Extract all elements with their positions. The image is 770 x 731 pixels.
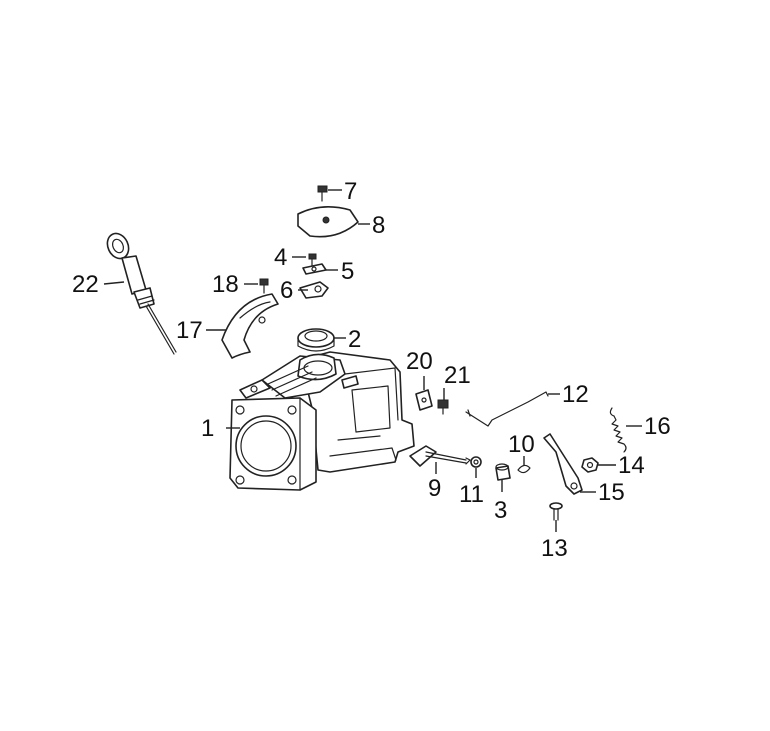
callout-12: 12 bbox=[562, 381, 589, 408]
callout-7: 7 bbox=[344, 178, 357, 205]
callout-17: 17 bbox=[176, 317, 203, 344]
part-5-plate bbox=[302, 263, 327, 275]
callout-16: 16 bbox=[644, 413, 671, 440]
callout-8: 8 bbox=[372, 212, 385, 239]
callout-15: 15 bbox=[598, 479, 625, 506]
part-17-shield bbox=[221, 293, 279, 359]
callout-10: 10 bbox=[508, 431, 535, 458]
part-15-governor-lever bbox=[543, 433, 583, 495]
part-8-cover-plate bbox=[297, 206, 359, 238]
callout-21: 21 bbox=[444, 362, 471, 389]
callout-11: 11 bbox=[459, 481, 484, 508]
callout-22: 22 bbox=[72, 271, 99, 298]
part-1-cylinder-block bbox=[229, 351, 415, 491]
callout-4: 4 bbox=[274, 244, 287, 271]
callout-20: 20 bbox=[406, 348, 433, 375]
part-16-spring bbox=[609, 407, 627, 453]
callout-6: 6 bbox=[280, 277, 293, 304]
part-22-dipstick bbox=[106, 232, 177, 355]
callout-14: 14 bbox=[618, 452, 645, 479]
part-18-bolt bbox=[259, 278, 269, 294]
callout-2: 2 bbox=[348, 326, 361, 353]
callout-3: 3 bbox=[494, 497, 507, 524]
part-10-clip bbox=[517, 464, 531, 474]
leader-lines bbox=[103, 189, 642, 532]
callout-5: 5 bbox=[341, 258, 354, 285]
callout-9: 9 bbox=[428, 475, 441, 502]
part-9-governor-shaft bbox=[409, 445, 471, 467]
callout-18: 18 bbox=[212, 271, 239, 298]
part-6-bracket bbox=[299, 281, 329, 299]
part-14-nut bbox=[581, 457, 599, 473]
callout-labels: 1 2 3 4 5 6 7 8 9 10 11 12 13 14 15 16 1… bbox=[72, 178, 671, 562]
callout-13: 13 bbox=[541, 535, 568, 562]
part-7-bolt bbox=[317, 185, 328, 202]
callout-1: 1 bbox=[201, 415, 214, 442]
part-3-spacer bbox=[495, 463, 511, 481]
part-11-washer bbox=[470, 456, 482, 468]
part-21-bolt bbox=[437, 399, 449, 415]
part-13-pin-bolt bbox=[549, 502, 563, 521]
part-20-bracket bbox=[415, 389, 433, 411]
part-12-governor-rod bbox=[465, 391, 549, 427]
part-2-oil-seal bbox=[297, 328, 335, 352]
part-4-bolt bbox=[308, 253, 317, 267]
